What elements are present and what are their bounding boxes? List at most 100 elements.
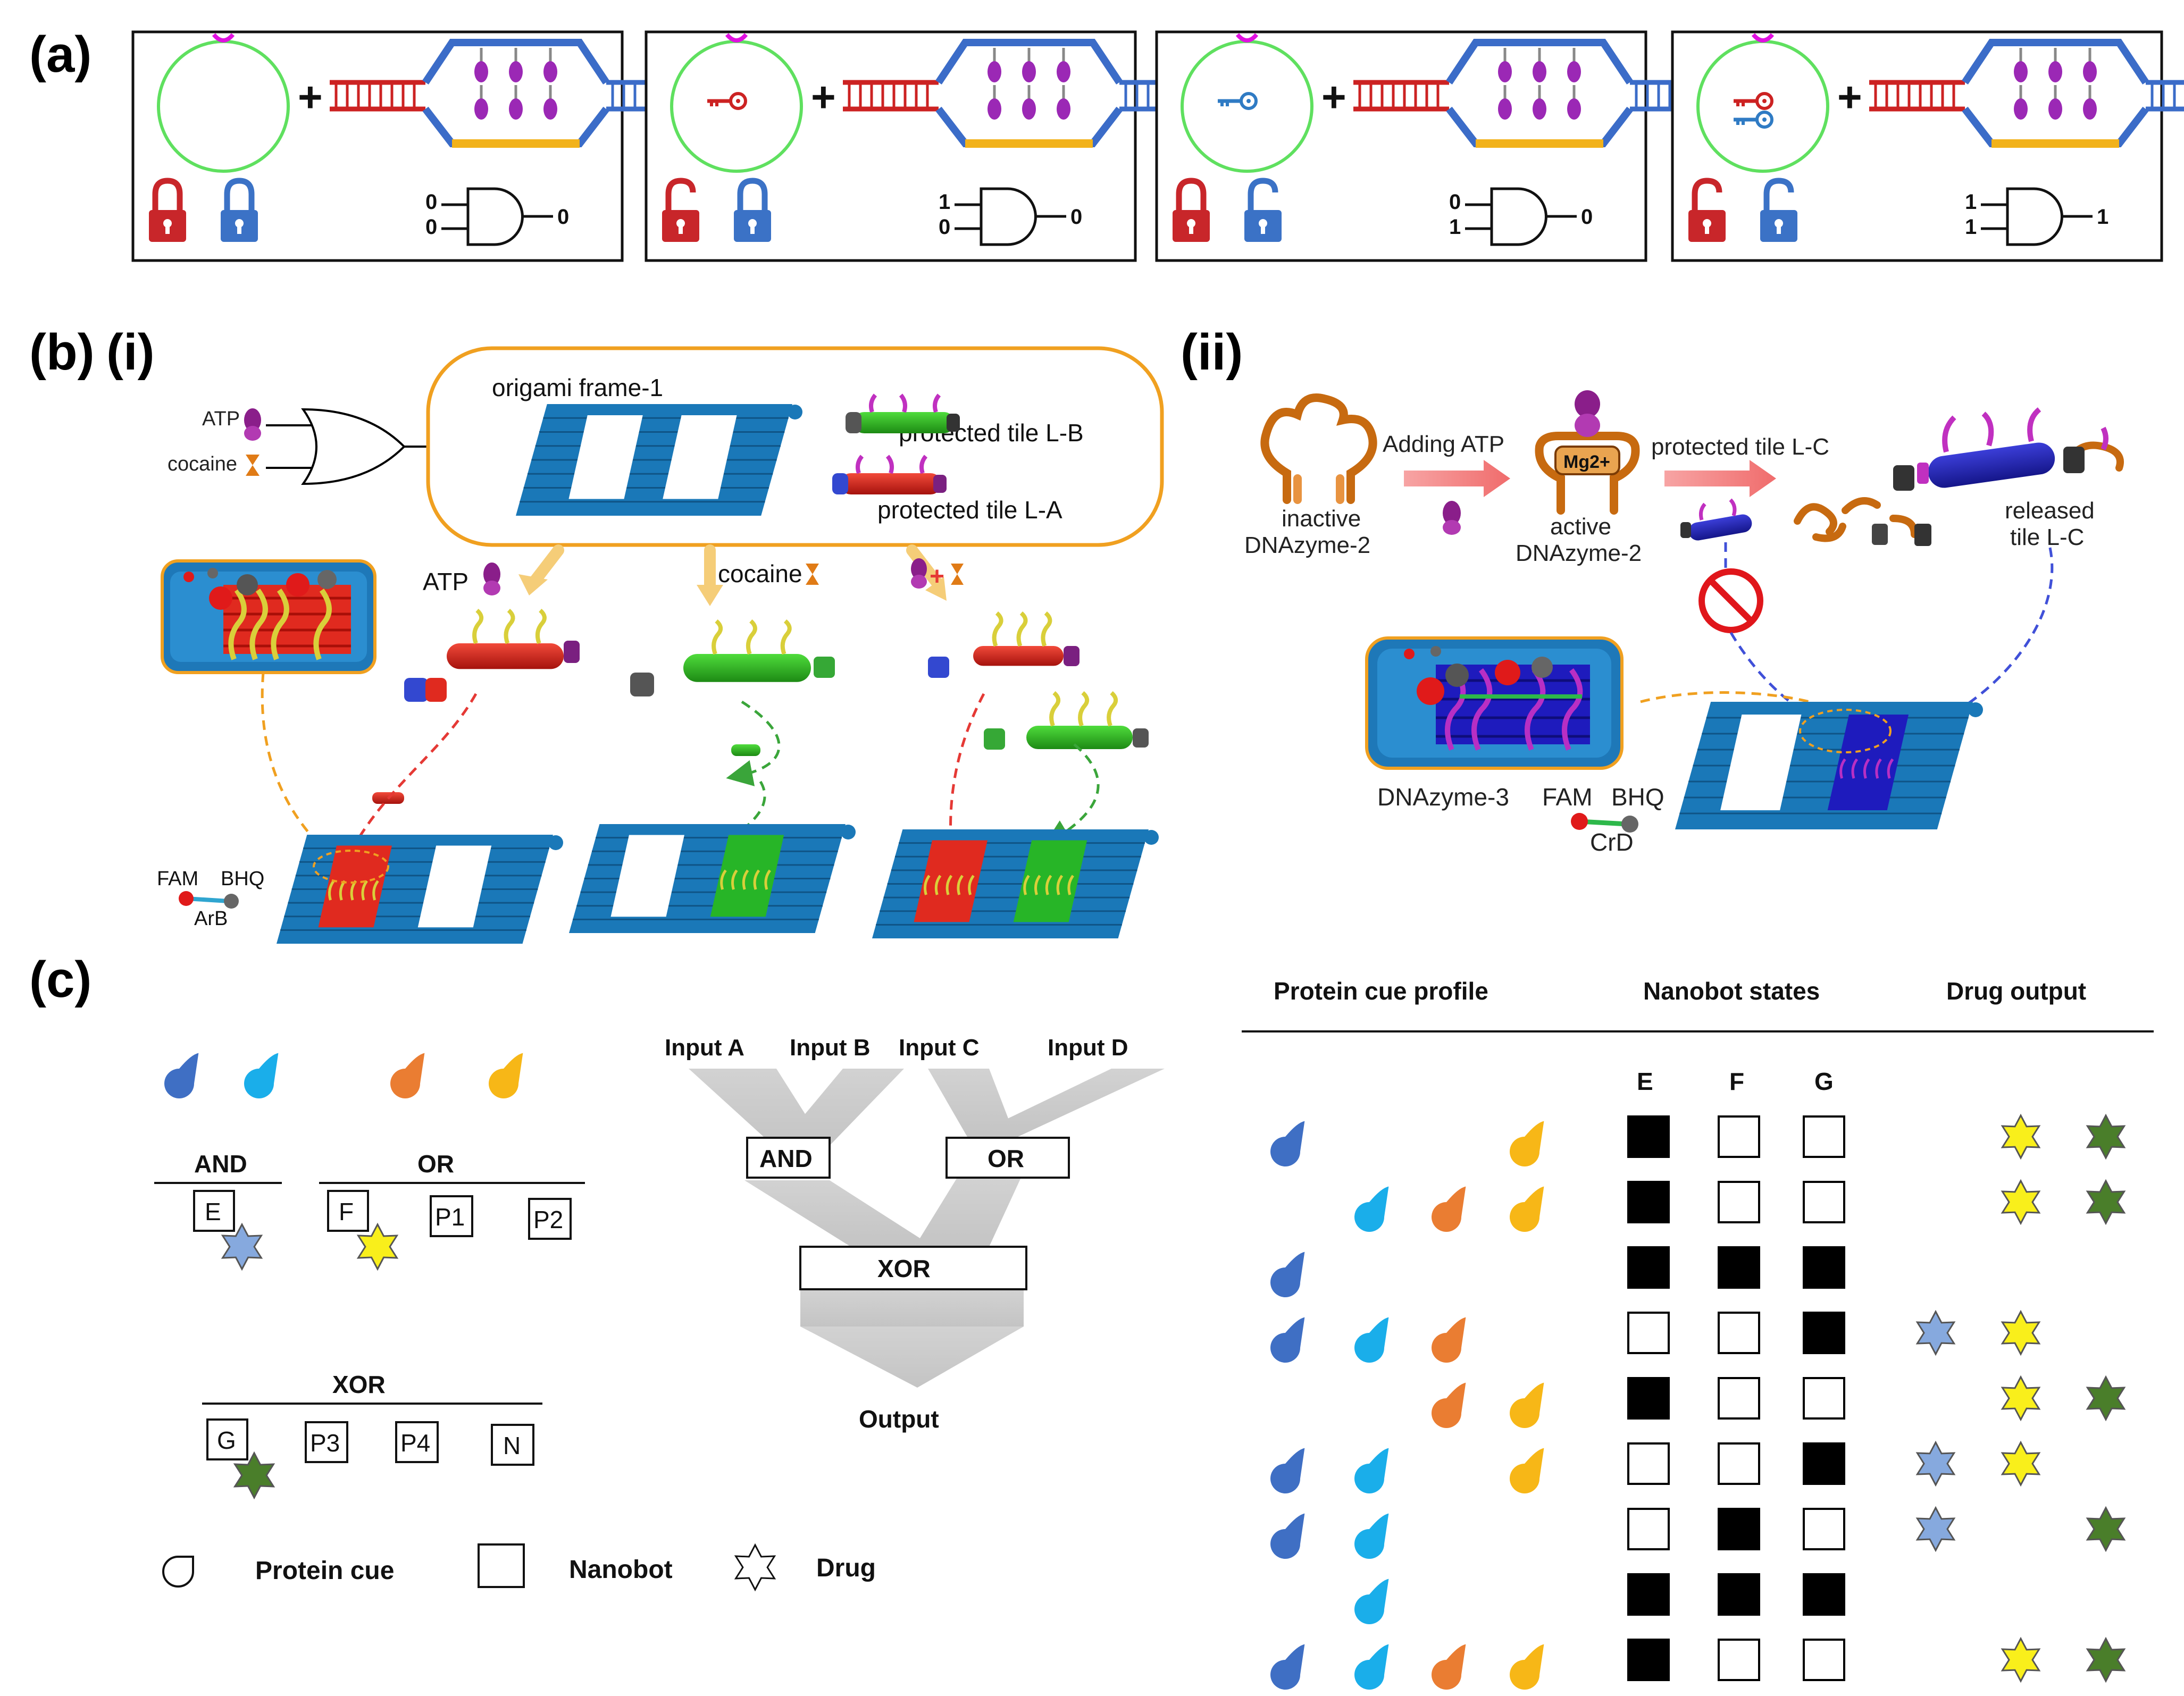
drug-cell — [2001, 1309, 2041, 1356]
bottom-frames — [277, 824, 1159, 944]
cue-cell — [1510, 1186, 1544, 1232]
lock-blue-icon — [1244, 178, 1282, 242]
col-e-label: E — [1637, 1068, 1653, 1095]
drug-cell — [1915, 1506, 1956, 1552]
protected-tile-la-label: protected tile L-A — [877, 496, 1062, 524]
table-row — [1270, 1309, 2041, 1363]
panel-a-label: (a) — [29, 26, 91, 83]
cue-cell — [1270, 1121, 1305, 1166]
cocaine-molecule-icon — [246, 455, 260, 476]
blocked-icon — [1698, 568, 1763, 633]
plus-sign: + — [811, 73, 836, 121]
col-g-label: G — [1814, 1068, 1834, 1095]
payload-icon — [1533, 98, 1546, 120]
nanobot-p4: P4 — [395, 1421, 439, 1463]
nanobot-state-cell — [1718, 1639, 1760, 1681]
protein-cue-row — [164, 1053, 523, 1098]
active-label: active — [1550, 514, 1611, 540]
tree-and-label: AND — [759, 1145, 813, 1172]
legend-bot-label: Nanobot — [569, 1556, 673, 1584]
origami-frame-green — [569, 824, 856, 933]
dnazyme-3-label: DNAzyme-3 — [1377, 783, 1509, 811]
lock-red-icon — [1688, 178, 1726, 242]
gate-input-1: 1 — [1965, 190, 1977, 214]
and-gate-icon — [1490, 187, 1547, 246]
fam2-label: FAM — [1542, 783, 1593, 811]
cocaine-arrow-icon — [806, 564, 819, 585]
payload-icon — [1498, 98, 1512, 120]
cleaved-fragments — [1794, 497, 1918, 542]
origami-frame-blue — [1675, 702, 1983, 829]
svg-text:P3: P3 — [310, 1429, 340, 1457]
nanobot-state-cell — [1627, 1115, 1670, 1158]
adding-atp-arrow — [1404, 460, 1510, 497]
table-row — [1270, 1506, 2126, 1559]
drug-cell — [2001, 1179, 2041, 1225]
cocaine-label: cocaine — [168, 453, 237, 475]
dnazyme-hairpin-right-icon — [2063, 426, 2124, 473]
atp-arrow-label: ATP — [423, 568, 468, 595]
zoom-inset-red — [161, 559, 376, 674]
cue-cell — [1510, 1644, 1544, 1690]
released-tile-lc-label: tile L-C — [2010, 524, 2084, 550]
tile-lc-protected — [1680, 498, 1752, 541]
table-row — [1354, 1179, 2126, 1232]
protected-tile-lc-arrow — [1664, 460, 1776, 497]
cue-cell — [1432, 1644, 1466, 1690]
aptamer-icon — [212, 33, 235, 43]
released-tile-lb-2 — [1026, 691, 1133, 749]
plus-sign: + — [1321, 73, 1346, 121]
dna-origami-top — [935, 39, 1123, 85]
panel-c-label: (c) — [29, 951, 91, 1008]
drug-stars-left — [221, 1222, 399, 1500]
nanobot-state-cell — [1627, 1573, 1670, 1616]
payload-icon — [1498, 61, 1512, 82]
adding-atp-label: Adding ATP — [1383, 431, 1504, 457]
tree-and-box — [746, 1137, 831, 1179]
protected-tile-lb — [846, 393, 960, 433]
nanobot-state-cell — [1718, 1442, 1760, 1485]
fam-dot-icon — [179, 891, 194, 906]
dna-origami-top — [422, 39, 609, 85]
nanobot-state-cell — [1803, 1312, 1845, 1354]
released-tiles — [372, 608, 1149, 804]
nanobot-state-cell — [1803, 1639, 1845, 1681]
nanobot-state-cell — [1803, 1377, 1845, 1420]
payload-icon — [1057, 61, 1070, 82]
cue-cell — [1354, 1513, 1389, 1559]
svg-text:E: E — [205, 1198, 221, 1225]
legend-cue-label: Protein cue — [255, 1557, 394, 1585]
drug-cell — [2001, 1440, 2041, 1487]
payload-icon — [2048, 61, 2062, 82]
drug-cell — [2001, 1636, 2041, 1683]
logic-tree — [689, 1069, 1165, 1388]
table-header-states: Nanobot states — [1643, 977, 1820, 1005]
nanobot-state-cell — [1718, 1181, 1760, 1223]
drug-star-f — [356, 1222, 399, 1271]
small-green-tile — [731, 744, 760, 756]
aptamer-icon — [1235, 33, 1259, 43]
lock-red-icon — [662, 178, 699, 242]
table-row — [1270, 1440, 2041, 1493]
nanobot-state-cell — [1627, 1377, 1670, 1420]
protein-cue-4 — [489, 1053, 523, 1098]
lock-blue-icon — [221, 178, 258, 242]
table-row — [1270, 1113, 2126, 1166]
payload-icon — [474, 98, 488, 120]
nanobot-state-cell — [1803, 1508, 1845, 1550]
nanobot-state-cell — [1718, 1508, 1760, 1550]
released-label: released — [2005, 498, 2095, 524]
cue-cell — [1432, 1186, 1466, 1232]
dna-origami-top — [1962, 39, 2149, 85]
gate-input-1: 0 — [425, 190, 437, 214]
cue-cell — [1510, 1382, 1544, 1428]
inactive-dnazyme-label: DNAzyme-2 — [1244, 532, 1370, 558]
nanobot-state-cell — [1627, 1181, 1670, 1223]
nanobot-g: G — [206, 1418, 248, 1460]
drug-cell — [2001, 1375, 2041, 1422]
lock-blue-icon — [1760, 178, 1797, 242]
crd-label: CrD — [1590, 828, 1634, 856]
drug-legend-star — [734, 1543, 776, 1592]
cue-cell — [1354, 1448, 1389, 1493]
